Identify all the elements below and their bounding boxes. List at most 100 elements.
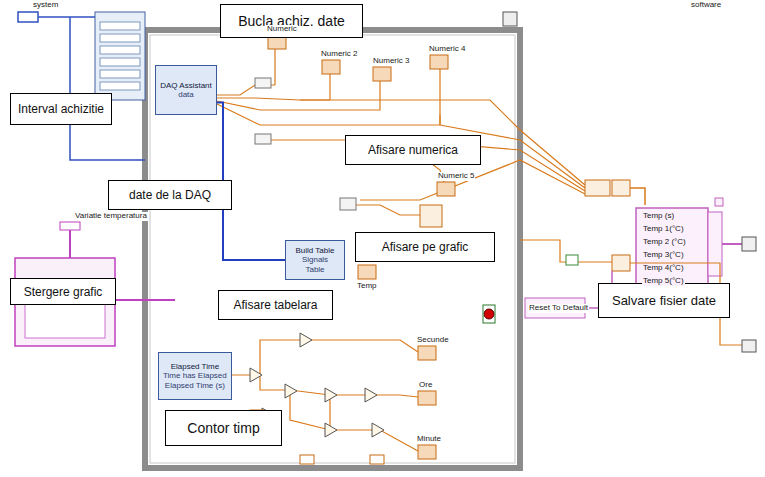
indicator-terminal [373,67,391,81]
stop-frame [483,305,495,323]
node-title: Interval achizitie [18,102,104,116]
terminal-label: Numeric 3 [372,57,410,66]
terminal-label: Temp 5(°C) [642,277,685,286]
indicator-terminal [437,182,455,196]
property-node [60,222,80,230]
terminal-label: Temp 3(°C) [642,251,685,260]
waveform-chart [420,205,442,227]
timing-row [100,58,140,66]
wire-blue [38,16,95,18]
wire-blue [70,17,145,160]
wire-orange [439,69,440,125]
terminal-label: Temp 1(°C) [642,225,685,234]
elapsed-time-block: Elapsed TimeTime has ElapsedElapsed Time… [158,352,232,400]
wire-orange [274,49,275,85]
node-text: Table [305,265,324,274]
wire-orange [290,390,330,430]
arith-node [300,333,312,347]
terminal-label: Numeric 5 [437,172,475,181]
wire-orange [439,115,440,125]
node-text: Elapsed Time (s) [165,381,225,390]
wire-orange [330,395,418,451]
node-text: data [178,90,194,99]
wire-pink [115,299,175,301]
node-title: date de la DAQ [129,188,211,202]
terminal-label: Ore [418,381,433,390]
node-title: Afisare numerica [368,143,458,157]
callout-box: Stergere grafic [10,278,116,305]
wire-orange [217,104,440,125]
node-title: Afisare pe grafic [382,240,469,254]
terminal-label: Secunde [416,336,450,345]
node-text: Time has Elapsed [163,371,227,380]
wire-orange [290,390,418,397]
terminal-label: Variatie temperatura [74,212,148,221]
wire-pink [722,243,742,245]
wire-orange [329,74,330,100]
terminal-label: software [690,1,722,10]
wire-pink [69,230,71,258]
timing-row [100,82,140,90]
terminal-label: Temp 2 (°C) [642,238,687,247]
numeric-constant [300,455,314,464]
stop-terminal [484,309,494,319]
terminal-label: system [32,1,59,10]
terminal-label: Reset To Default [528,304,589,313]
to-dynamic [612,180,630,196]
terminal-label: Minute [416,435,442,444]
arith-node [325,423,337,437]
indicator-terminal [430,55,448,69]
indicator-terminal [322,60,340,74]
arith-node [372,423,384,437]
node-text: Signals [302,255,328,264]
arith-node [365,388,377,402]
timing-panel [95,12,145,100]
while-loop-inner [150,35,515,463]
wire-orange [217,101,360,110]
numeric-op [255,78,271,88]
wire-orange [360,160,585,200]
indicator-terminal [358,265,376,279]
while-loop-frame [145,30,520,468]
numeric-constant [18,12,38,22]
build-array [585,180,610,196]
callout-box: Afisare numerica [345,135,481,165]
file-icon [742,340,756,352]
terminal-label: Numeric 2 [320,50,358,59]
terminal [715,198,723,206]
terminal-label: Temp (s) [642,212,675,221]
indicator-terminal [418,346,436,360]
node-title: Elapsed Time [171,362,219,371]
terminal-label: Temp 4(°C) [642,264,685,273]
timing-row [100,34,140,42]
cluster-labels [636,208,708,292]
callout-box: Interval achizitie [10,93,112,125]
timing-row [100,70,140,78]
wire-orange [360,81,380,110]
merge-signals [340,198,356,210]
node-title: Afisare tabelara [233,298,317,312]
arith-node [325,388,337,402]
node-title: Stergere grafic [24,285,103,299]
loop-icon [503,12,517,26]
callout-box: Afisare pe grafic [355,232,495,262]
numeric-op [255,134,271,144]
callout-box: Salvare fisier date [598,283,730,318]
arith-node [285,384,297,398]
terminal-label: Numeric 4 [428,45,466,54]
node-title: DAQ Assistant [160,81,212,90]
node-title: Contor timp [187,420,259,436]
write-file-icon [742,237,756,251]
arith-node [250,368,262,382]
daq-assistant-block: DAQ Assistantdata [155,65,217,115]
signal-node [612,255,630,271]
indicator-terminal [418,445,436,459]
timing-row [100,46,140,54]
numeric-constant [370,455,384,464]
callout-box: date de la DAQ [108,180,232,210]
indicator-terminal [418,391,436,405]
callout-box: Afisare tabelara [218,290,333,320]
wire-orange [260,340,418,375]
boolean-constant [566,255,578,265]
